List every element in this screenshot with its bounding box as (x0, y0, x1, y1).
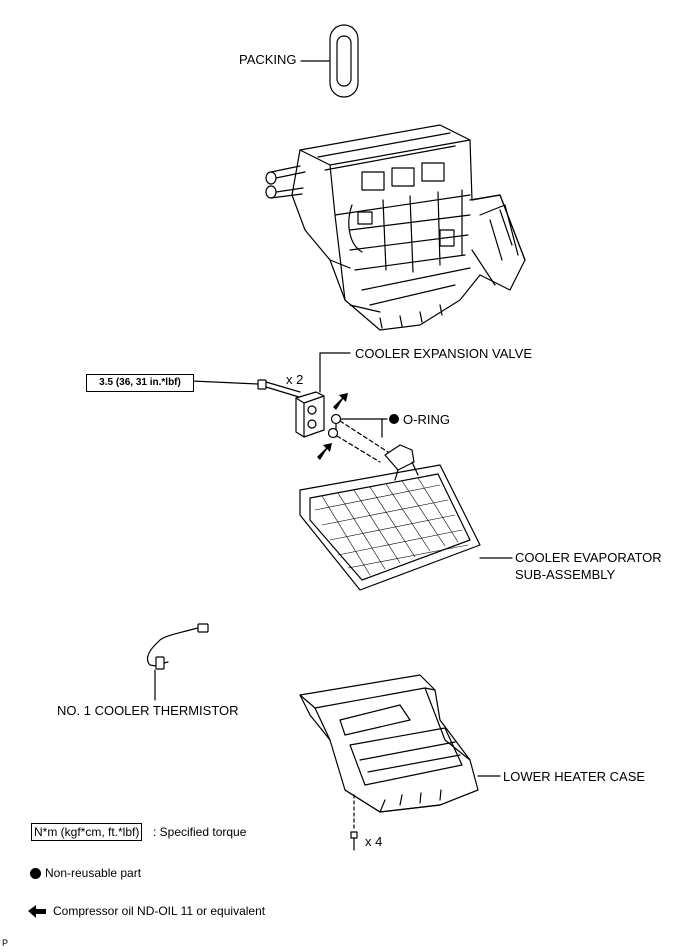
legend-torque-desc: : Specified torque (153, 825, 247, 839)
cooler-evaporator-part (299, 444, 513, 591)
screw-quantity-label: x 4 (365, 834, 383, 849)
legend-oil-text: Compressor oil ND-OIL 11 or equivalent (53, 904, 266, 918)
o-ring-non-reusable-dot (389, 414, 399, 424)
cooler-thermistor-part (146, 623, 209, 701)
o-ring-label: O-RING (403, 412, 450, 427)
legend-non-reusable-text: Non-reusable part (45, 866, 142, 880)
lower-heater-case-label: LOWER HEATER CASE (503, 769, 646, 784)
corner-mark: P (2, 938, 9, 948)
expansion-valve-label: COOLER EXPANSION VALVE (355, 346, 532, 361)
case-screw (350, 831, 358, 851)
legend-torque-unit-box: N*m (kgf*cm, ft.*lbf) (31, 823, 143, 841)
legend-non-reusable-dot (30, 868, 41, 879)
heater-unit-assembly (265, 124, 526, 331)
o-ring-parts (327, 413, 389, 463)
packing-label: PACKING (239, 52, 297, 67)
expansion-valve-part (295, 391, 325, 438)
torque-spec-box: 3.5 (36, 31 in.*lbf) (86, 374, 194, 392)
evaporator-label-line1: COOLER EVAPORATOR (515, 550, 662, 565)
packing-part (300, 24, 359, 98)
valve-bolt (257, 379, 301, 398)
evaporator-label-line2: SUB-ASSEMBLY (515, 567, 616, 582)
lower-heater-case-part (299, 674, 501, 831)
thermistor-label: NO. 1 COOLER THERMISTOR (57, 703, 239, 718)
oil-arrows (317, 393, 348, 460)
bolt-quantity-label: x 2 (286, 372, 304, 387)
expansion-valve-leaders (191, 352, 388, 438)
legend-oil-arrow-icon (28, 905, 46, 918)
